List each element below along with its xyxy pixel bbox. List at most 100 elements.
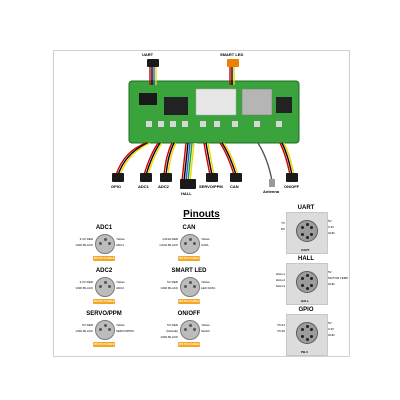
connector-title: ADC1 xyxy=(95,225,113,231)
pin-label: 5V xyxy=(328,219,332,223)
cable-badge: JST-PH 3 CABLE xyxy=(93,299,115,304)
pin-label: 5V RED xyxy=(82,323,93,327)
pin-label: Yellow xyxy=(116,280,125,284)
pin-label: (Default) xyxy=(166,329,178,333)
jst-plug-icon xyxy=(180,320,200,340)
jst-plug-icon xyxy=(180,234,200,254)
pin-label: 3.3V xyxy=(328,327,335,331)
label-uart: UART xyxy=(142,52,154,57)
fc-connector-panel xyxy=(286,263,328,305)
pin-label: Yellow xyxy=(201,323,210,327)
pinouts-title: Pinouts xyxy=(183,209,220,220)
pin-label: Yellow xyxy=(201,237,210,241)
pin-label: TX xyxy=(281,221,285,225)
label-servo: SERVO/PPM xyxy=(199,184,223,189)
fc-connector-uart: UART TX RX 5V 3.3V GND UART xyxy=(266,205,346,255)
chip xyxy=(276,97,292,113)
fc-bottom-label: PB.3 xyxy=(301,350,308,354)
pin-label: HALL2 xyxy=(275,278,285,282)
connector-socket-icon xyxy=(296,271,318,293)
label-can: CAN xyxy=(230,184,239,189)
jst-plug-icon xyxy=(180,277,200,297)
fc-bottom-label: HALL xyxy=(301,299,309,303)
pin-label: CANH RED xyxy=(162,237,178,241)
pin-label: ADC1 xyxy=(116,243,125,247)
label-smart-led: SMART LED xyxy=(220,52,244,57)
cable-badge: JST-PH 3 CABLE xyxy=(178,256,200,261)
pin-label: GND xyxy=(328,231,335,235)
pin-label: GND xyxy=(328,333,335,337)
module xyxy=(241,88,273,116)
pin-label: MOTOR TEMP xyxy=(328,276,349,280)
pin-label: CANL BLACK xyxy=(159,243,178,247)
connector-socket-icon xyxy=(296,322,318,344)
jst-plug-icon xyxy=(95,320,115,340)
connector-socket-icon xyxy=(296,220,318,242)
diagram-frame: UART SMART LED GPIO ADC1 ADC2 HALL SERVO… xyxy=(53,50,350,357)
label-adc1: ADC1 xyxy=(138,184,149,189)
pin-label: 5V RED xyxy=(167,280,178,284)
connector-title: CAN xyxy=(182,225,196,231)
pin-label: PC15 xyxy=(277,329,285,333)
pin-label: GND BLACK xyxy=(75,286,93,290)
pin-label: Yellow xyxy=(116,323,125,327)
pin-label: 3.3V RED xyxy=(79,237,93,241)
cable-badge: JST-PH 3 CABLE xyxy=(178,342,200,347)
pin-label: 5V xyxy=(328,321,332,325)
pin-label: Switch xyxy=(201,329,210,333)
connector-title: SERVO/PPM xyxy=(86,311,122,317)
fc-connector-title: GPIO xyxy=(298,307,314,313)
pin-label: HALL3 xyxy=(275,284,285,288)
label-antenna: Antenna xyxy=(263,189,279,194)
wiring-illustration xyxy=(112,59,300,189)
pin-label: PC14 xyxy=(277,323,285,327)
fc-connector-title: UART xyxy=(297,205,315,211)
cable-badge: JST-PH 3 CABLE xyxy=(93,342,115,347)
pin-label: ADC2 xyxy=(116,286,125,290)
pin-label: CANL xyxy=(201,243,210,247)
label-hall: HALL xyxy=(181,191,192,196)
pin-label: 3.3V RED xyxy=(79,280,93,284)
label-gpio: GPIO xyxy=(111,184,122,189)
label-onoff: ON/OFF xyxy=(284,184,300,189)
pin-label: GND BLACK xyxy=(75,329,93,333)
chip xyxy=(164,97,188,115)
pin-label: HALL1 xyxy=(275,272,285,276)
pin-label: LED DATA xyxy=(201,286,216,290)
connector-title: ON/OFF xyxy=(177,311,201,317)
pin-label: 5V xyxy=(328,270,332,274)
pin-label: GND xyxy=(328,282,335,286)
pin-label: GND BLACK xyxy=(160,286,178,290)
pin-label: 5V RED xyxy=(167,323,178,327)
pin-label: GND BLACK xyxy=(75,243,93,247)
fc-connector-panel xyxy=(286,314,328,356)
chip xyxy=(139,93,157,105)
pin-label: Yellow xyxy=(116,237,125,241)
pin-label: 3.3V xyxy=(328,225,335,229)
fc-bottom-label: UART xyxy=(301,248,310,252)
connector-title: SMART LED xyxy=(171,268,207,274)
label-adc2: ADC2 xyxy=(158,184,169,189)
jst-plug-icon xyxy=(95,277,115,297)
cable-badge: JST-PH 3 CABLE xyxy=(93,256,115,261)
fc-connector-panel xyxy=(286,212,328,254)
cable-badge: JST-PH 3 CABLE xyxy=(178,299,200,304)
pin-label: SERVO/PPM xyxy=(116,329,134,333)
pin-label: GND BLACK xyxy=(160,335,178,339)
jst-plug-icon xyxy=(95,234,115,254)
pin-label: Yellow xyxy=(201,280,210,284)
connector-title: ADC2 xyxy=(95,268,113,274)
fc-connector-title: HALL xyxy=(298,256,314,262)
module xyxy=(195,88,237,116)
pin-label: RX xyxy=(280,227,285,231)
wiring-photo: UART SMART LED GPIO ADC1 ADC2 HALL SERVO… xyxy=(54,51,349,199)
